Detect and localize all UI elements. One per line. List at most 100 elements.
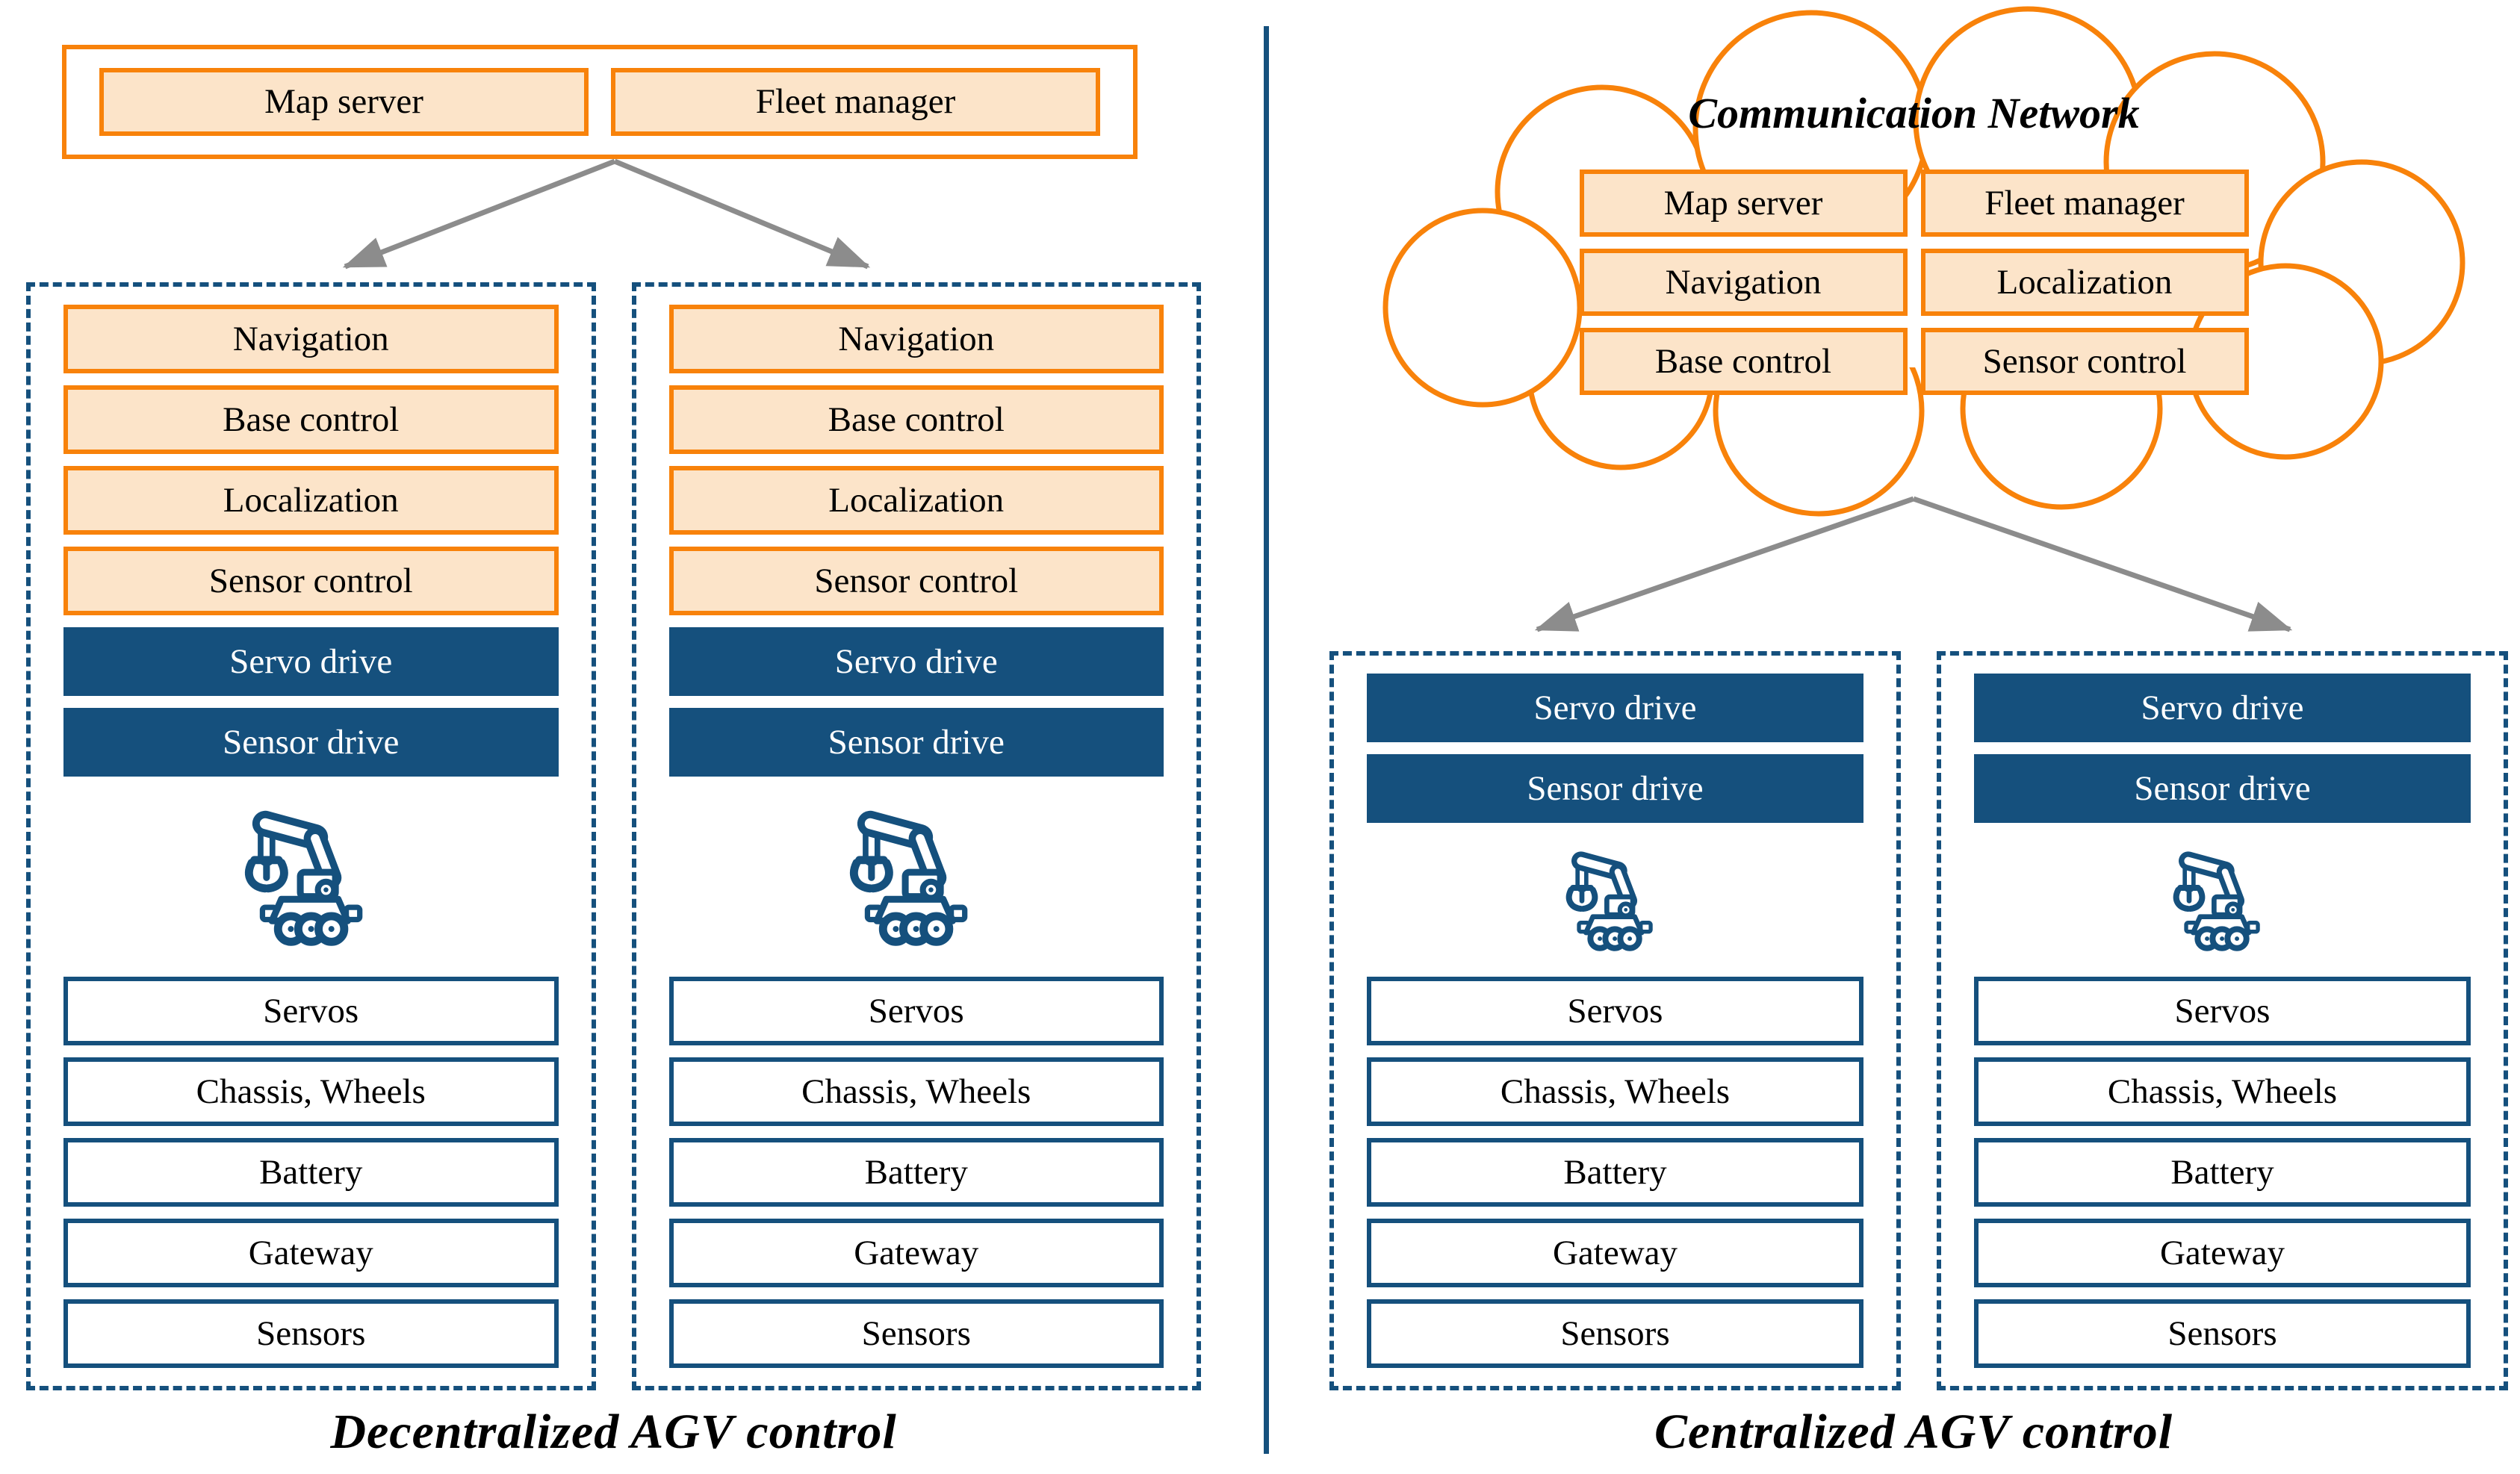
arrow-server-to-agv2: [613, 158, 871, 270]
software-module-box: Navigation: [63, 305, 559, 373]
cloud-service-box: Localization: [1920, 249, 2249, 316]
driver-label: Sensor drive: [2134, 768, 2311, 808]
map-server-box: Map server: [99, 68, 589, 136]
agv-column-3: Servo drive Sensor drive Servos Chassis,…: [1329, 651, 1901, 1390]
software-module-box: Sensor control: [63, 547, 559, 615]
service-label: Localization: [1996, 262, 2173, 302]
driver-label: Servo drive: [834, 641, 998, 681]
module-label: Localization: [828, 480, 1005, 520]
cloud-title: Communication Network: [1688, 89, 2140, 137]
hardware-box: Servos: [668, 977, 1164, 1045]
hardware-box: Chassis, Wheels: [668, 1057, 1164, 1126]
hardware-label: Battery: [1563, 1152, 1667, 1192]
hardware-box: Gateway: [63, 1219, 559, 1287]
agv-robot-icon: [669, 789, 1164, 965]
hardware-label: Servos: [1567, 991, 1663, 1030]
robot-arm-rover-icon: [835, 795, 997, 957]
hardware-label: Battery: [259, 1152, 363, 1192]
service-label: Base control: [1654, 341, 1832, 381]
driver-label: Servo drive: [229, 641, 393, 681]
hardware-label: Servos: [868, 991, 964, 1030]
hardware-box: Gateway: [668, 1219, 1164, 1287]
hardware-label: Chassis, Wheels: [1500, 1072, 1731, 1111]
hardware-label: Sensors: [256, 1313, 366, 1353]
robot-arm-rover-icon: [2162, 840, 2282, 960]
module-label: Sensor control: [814, 561, 1019, 600]
cloud-service-box: Sensor control: [1920, 328, 2249, 395]
hardware-label: Battery: [864, 1152, 968, 1192]
hardware-label: Sensors: [2167, 1313, 2277, 1353]
hardware-label: Sensors: [1560, 1313, 1670, 1353]
hardware-box: Sensors: [1367, 1299, 1863, 1368]
module-label: Base control: [828, 399, 1005, 439]
arrow-server-to-agv1: [342, 158, 616, 270]
module-label: Localization: [223, 480, 399, 520]
module-label: Navigation: [232, 319, 389, 358]
hardware-label: Sensors: [861, 1313, 971, 1353]
hardware-label: Gateway: [2159, 1233, 2285, 1272]
driver-box: Servo drive: [63, 627, 559, 696]
driver-box: Sensor drive: [1974, 754, 2471, 823]
software-module-box: Sensor control: [668, 547, 1164, 615]
fleet-manager-box: Fleet manager: [611, 68, 1100, 136]
map-server-label: Map server: [264, 82, 423, 121]
driver-box: Servo drive: [1367, 674, 1863, 742]
hardware-label: Chassis, Wheels: [196, 1072, 426, 1111]
driver-label: Servo drive: [1533, 688, 1697, 727]
software-module-box: Localization: [63, 466, 559, 535]
hardware-box: Gateway: [1367, 1219, 1863, 1287]
module-label: Base control: [223, 399, 400, 439]
left-caption: Decentralized AGV control: [330, 1405, 897, 1459]
service-label: Sensor control: [1982, 341, 2187, 381]
hardware-box: Servos: [63, 977, 559, 1045]
software-module-box: Base control: [63, 385, 559, 454]
hardware-label: Gateway: [854, 1233, 979, 1272]
robot-arm-rover-icon: [230, 795, 392, 957]
driver-label: Sensor drive: [1527, 768, 1704, 808]
hardware-box: Sensors: [1974, 1299, 2471, 1368]
hardware-box: Servos: [1974, 977, 2471, 1045]
module-label: Sensor control: [208, 561, 413, 600]
agv-column-2: Navigation Base control Localization Sen…: [631, 282, 1201, 1390]
hardware-box: Battery: [1367, 1138, 1863, 1207]
cloud-service-box: Fleet manager: [1920, 170, 2249, 237]
driver-label: Sensor drive: [223, 722, 400, 762]
hardware-box: Servos: [1367, 977, 1863, 1045]
hardware-box: Battery: [668, 1138, 1164, 1207]
decentralized-agv-columns: Navigation Base control Localization Sen…: [26, 282, 1201, 1390]
right-caption: Centralized AGV control: [1654, 1405, 2173, 1459]
arrow-cloud-to-agv4: [1912, 496, 2293, 632]
hardware-box: Chassis, Wheels: [1974, 1057, 2471, 1126]
hardware-box: Sensors: [63, 1299, 559, 1368]
communication-network-cloud: Communication Network Map server Fleet m…: [1329, 6, 2498, 517]
agv-robot-icon: [1367, 835, 1863, 965]
driver-box: Sensor drive: [63, 708, 559, 777]
cloud-service-box: Map server: [1579, 170, 1908, 237]
agv-column-4: Servo drive Sensor drive Servos Chassis,…: [1937, 651, 2508, 1390]
agv-robot-icon: [63, 789, 559, 965]
hardware-label: Chassis, Wheels: [801, 1072, 1031, 1111]
cloud-content: Communication Network Map server Fleet m…: [1329, 16, 2498, 502]
driver-label: Servo drive: [2141, 688, 2304, 727]
cloud-service-box: Base control: [1579, 328, 1908, 395]
hardware-box: Gateway: [1974, 1219, 2471, 1287]
driver-box: Sensor drive: [668, 708, 1164, 777]
driver-box: Servo drive: [668, 627, 1164, 696]
service-label: Map server: [1663, 183, 1823, 223]
fleet-manager-label: Fleet manager: [755, 82, 956, 121]
panel-divider: [1264, 26, 1269, 1454]
hardware-label: Chassis, Wheels: [2107, 1072, 2338, 1111]
hardware-label: Servos: [263, 991, 359, 1030]
agv-column-1: Navigation Base control Localization Sen…: [26, 282, 596, 1390]
centralized-agv-columns: Servo drive Sensor drive Servos Chassis,…: [1329, 651, 2508, 1390]
cloud-services-grid: Map server Fleet manager Navigation Loca…: [1579, 170, 2249, 395]
hardware-box: Battery: [63, 1138, 559, 1207]
hardware-label: Servos: [2174, 991, 2271, 1030]
driver-label: Sensor drive: [828, 722, 1005, 762]
cloud-service-box: Navigation: [1579, 249, 1908, 316]
agv-robot-icon: [1974, 835, 2471, 965]
software-module-box: Localization: [668, 466, 1164, 535]
software-module-box: Base control: [668, 385, 1164, 454]
service-label: Navigation: [1665, 262, 1822, 302]
